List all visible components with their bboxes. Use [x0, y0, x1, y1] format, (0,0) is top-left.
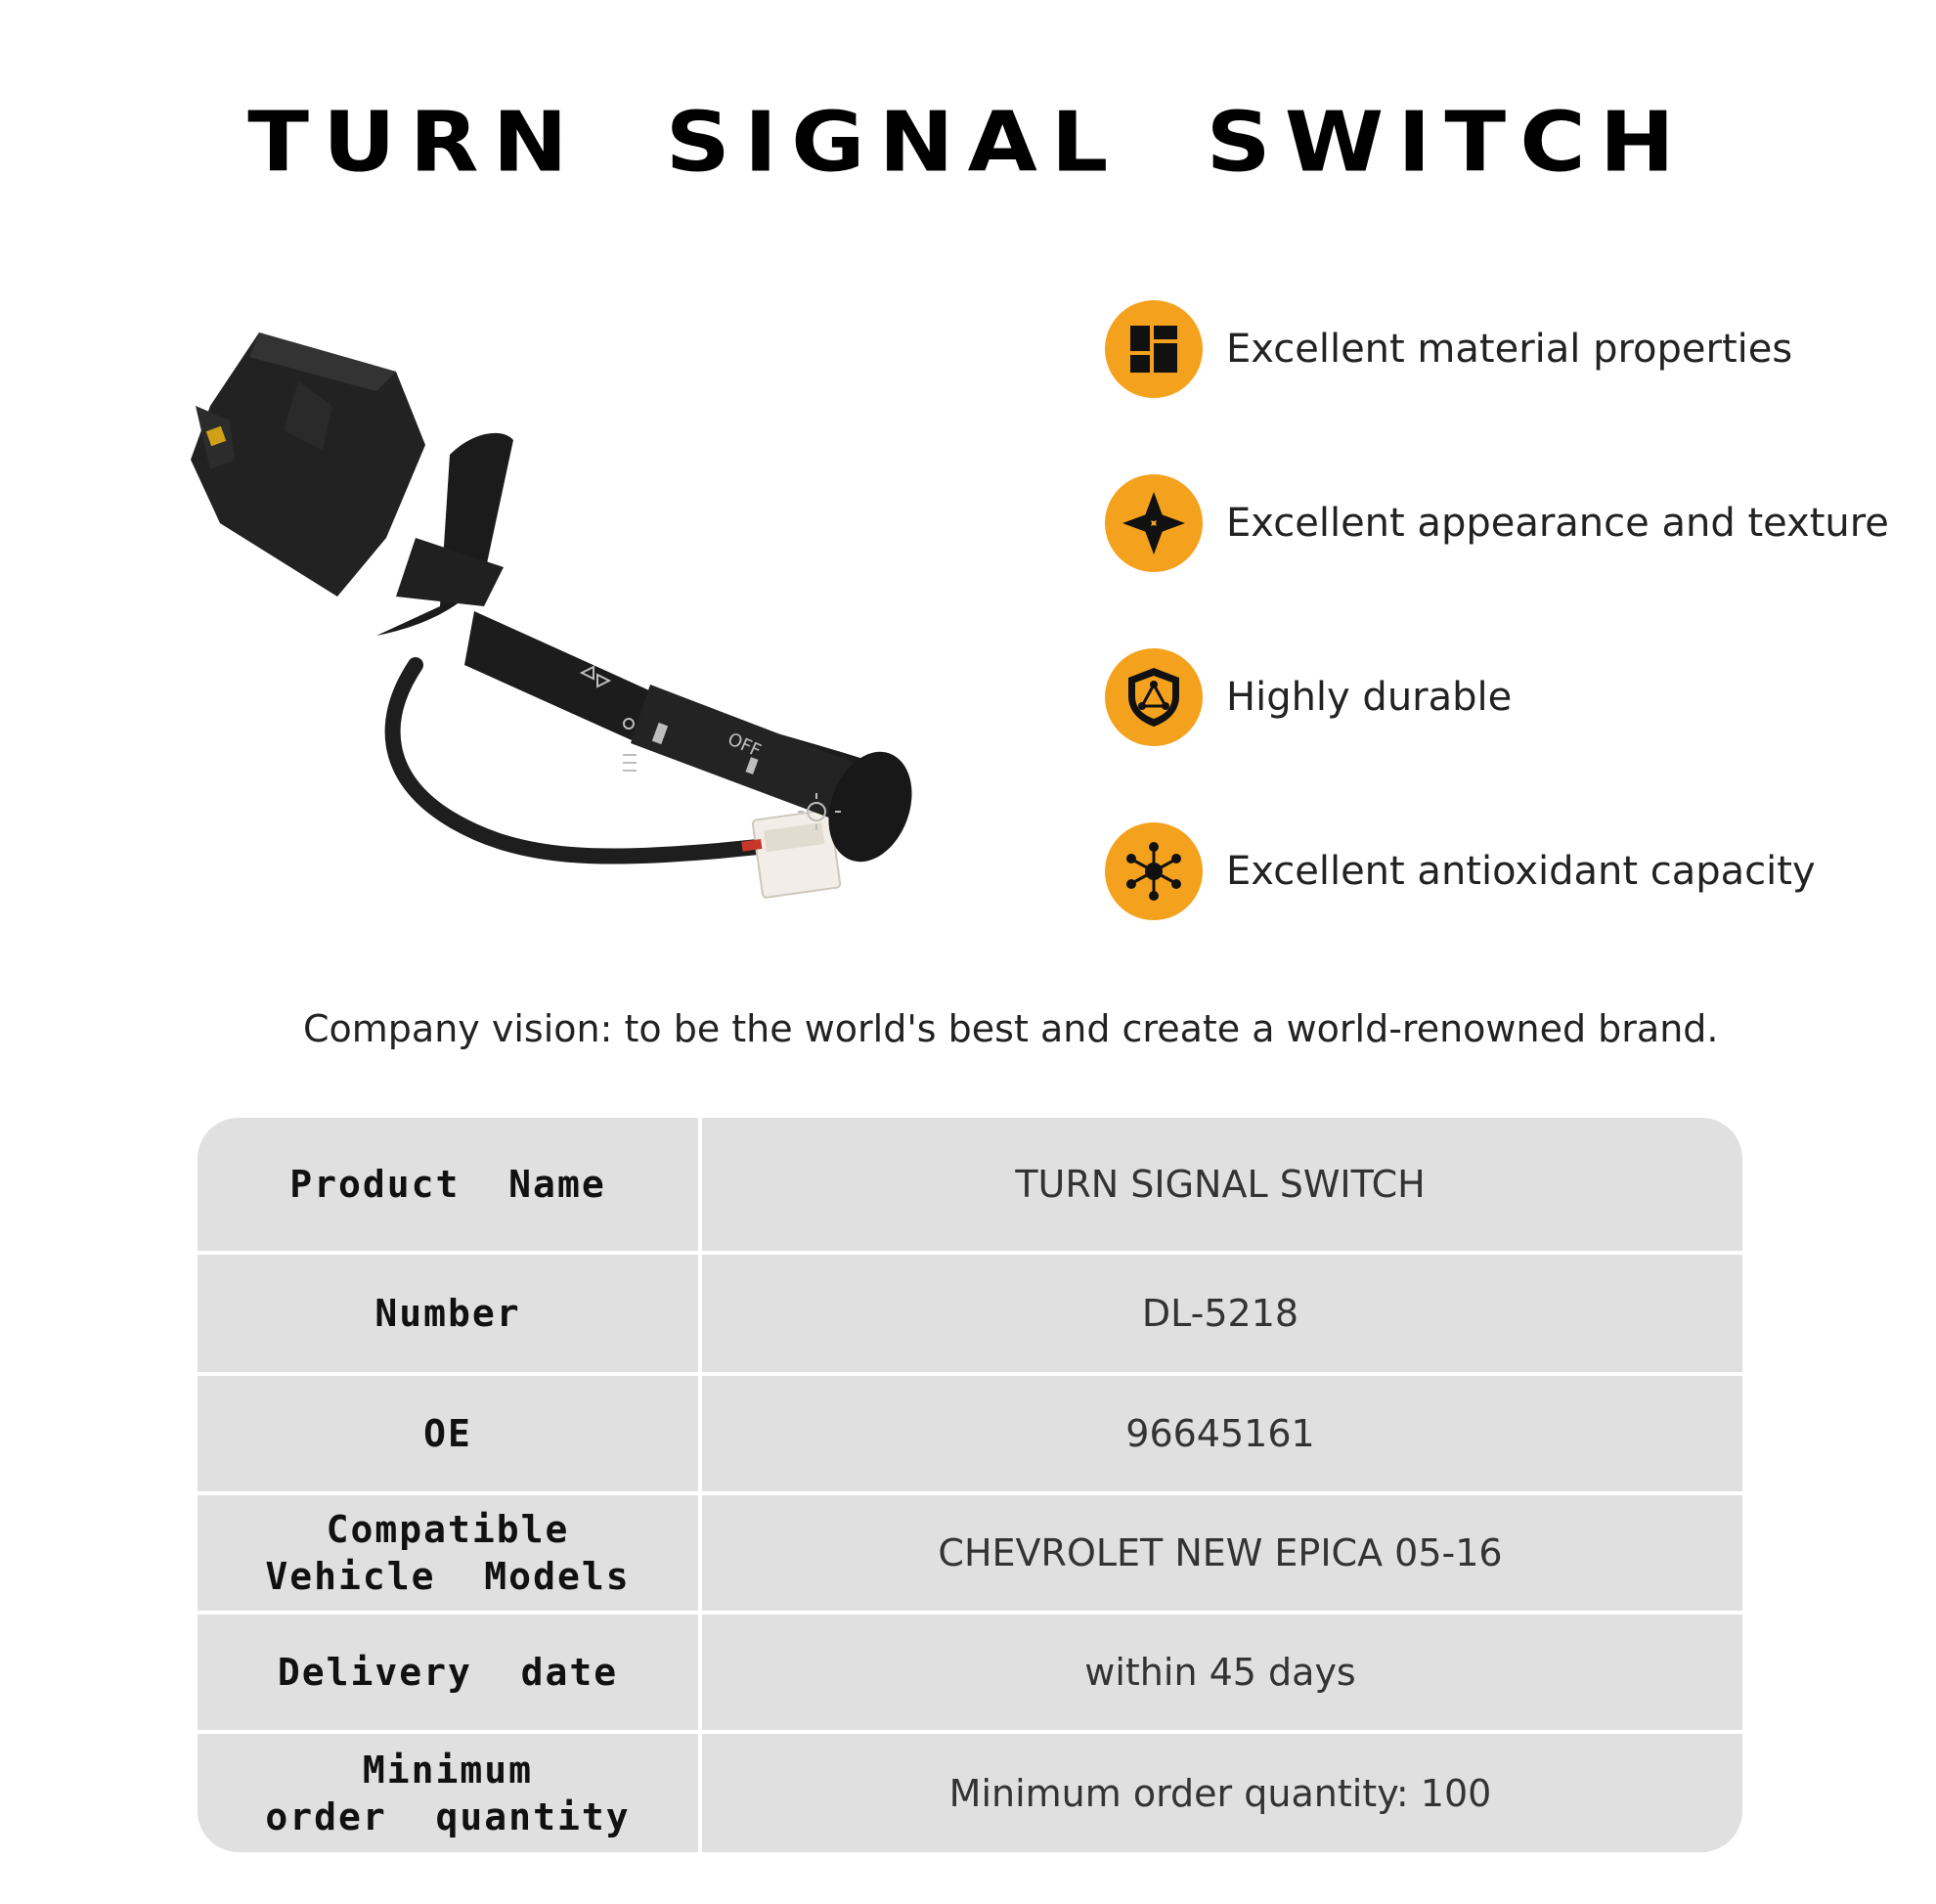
row-key: Product Name: [289, 1163, 606, 1206]
row-value: CHEVROLET NEW EPICA 05-16: [938, 1531, 1503, 1574]
molecule-icon: [1105, 822, 1203, 920]
company-vision: Company vision: to be the world's best a…: [303, 1007, 1719, 1050]
diamond-arrows-icon: [1105, 474, 1203, 572]
feature-label: Excellent appearance and texture: [1226, 501, 1889, 546]
spec-table: Product Name TURN SIGNAL SWITCH Number D…: [198, 1118, 1742, 1852]
table-row: Delivery date within 45 days: [198, 1615, 1742, 1730]
row-value: TURN SIGNAL SWITCH: [1015, 1163, 1426, 1206]
table-row: Minimum order quantity Minimum order qua…: [198, 1734, 1742, 1852]
table-row: Product Name TURN SIGNAL SWITCH: [198, 1118, 1742, 1251]
feature-item: Excellent material properties: [1105, 298, 1792, 400]
row-key: Compatible Vehicle Models: [265, 1508, 631, 1598]
feature-item: Excellent appearance and texture: [1105, 472, 1889, 574]
row-key: Minimum order quantity: [265, 1748, 631, 1838]
table-row: OE 96645161: [198, 1376, 1742, 1491]
feature-item: Excellent antioxidant capacity: [1105, 820, 1816, 922]
row-key: Delivery date: [277, 1651, 619, 1694]
table-row: Compatible Vehicle Models CHEVROLET NEW …: [198, 1495, 1742, 1611]
product-image: OFF: [191, 332, 912, 899]
blocks-icon: [1105, 300, 1203, 398]
feature-label: Excellent antioxidant capacity: [1226, 849, 1816, 894]
row-value: DL-5218: [1141, 1292, 1299, 1335]
row-value: 96645161: [1125, 1412, 1315, 1455]
feature-label: Excellent material properties: [1226, 327, 1793, 372]
shield-icon: [1105, 648, 1203, 746]
row-key: OE: [423, 1412, 472, 1455]
page-title: TURN SIGNAL SWITCH: [247, 94, 1689, 191]
feature-item: Highly durable: [1105, 646, 1512, 748]
table-row: Number DL-5218: [198, 1255, 1742, 1372]
feature-label: Highly durable: [1226, 675, 1513, 720]
row-value: Minimum order quantity: 100: [948, 1771, 1492, 1815]
row-key: Number: [374, 1292, 521, 1335]
row-value: within 45 days: [1084, 1651, 1356, 1694]
